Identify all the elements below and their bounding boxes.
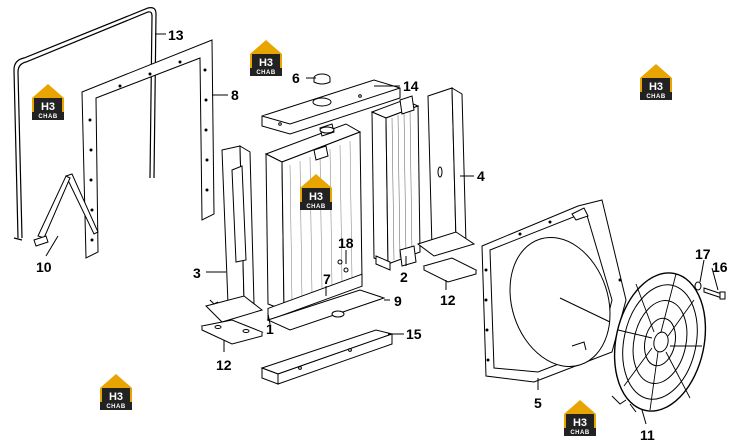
fan-shroud-5 — [481, 199, 627, 383]
bolt-16-washer-17 — [694, 281, 726, 300]
callout-14: 14 — [403, 78, 419, 94]
callout-9: 9 — [394, 293, 402, 309]
oil-cooler-2 — [370, 95, 421, 271]
lower-bracket-15 — [260, 329, 394, 385]
svg-text:CHAB: CHAB — [306, 204, 325, 210]
svg-text:H3: H3 — [109, 391, 123, 403]
svg-text:CHAB: CHAB — [106, 404, 125, 410]
callout-8: 8 — [231, 87, 239, 103]
callout-12-right: 12 — [440, 292, 456, 308]
right-bracket-4 — [416, 87, 476, 257]
callout-7: 7 — [323, 271, 331, 287]
logo-mark: H3 CHAB — [300, 174, 332, 210]
mount-plate-12-right — [422, 257, 478, 283]
callout-18: 18 — [338, 235, 354, 251]
leader-lines — [45, 33, 719, 425]
svg-text:H3: H3 — [309, 191, 323, 203]
callout-2: 2 — [400, 269, 408, 285]
filler-cap-6 — [313, 73, 331, 85]
watermark-logos: H3 CHAB H3 CHAB H3 CHAB H3 CHAB H3 CHAB … — [32, 40, 672, 436]
logo-mark: H3 CHAB — [564, 400, 596, 436]
svg-text:H3: H3 — [41, 101, 55, 113]
callout-10: 10 — [36, 259, 52, 275]
left-bracket-3 — [205, 145, 264, 323]
cooling-fan-11 — [611, 272, 707, 413]
callout-15: 15 — [406, 326, 422, 342]
logo-mark: H3 CHAB — [32, 84, 64, 120]
callout-17: 17 — [695, 246, 711, 262]
callout-12-left: 12 — [216, 357, 232, 373]
side-panel-8 — [81, 39, 215, 259]
svg-text:CHAB: CHAB — [256, 70, 275, 76]
logo-mark: H3 CHAB — [250, 40, 282, 76]
logo-mark: H3 CHAB — [100, 374, 132, 410]
callout-1: 1 — [266, 321, 274, 337]
callout-6: 6 — [292, 70, 300, 86]
callout-labels: 1 2 3 4 5 6 7 8 9 10 11 12 12 13 14 15 1… — [36, 27, 728, 443]
svg-text:CHAB: CHAB — [38, 114, 57, 120]
callout-13: 13 — [168, 27, 184, 43]
mount-plate-12-left — [200, 319, 264, 345]
bottom-gasket-9 — [266, 289, 386, 331]
callout-5: 5 — [534, 395, 542, 411]
svg-text:H3: H3 — [649, 81, 663, 93]
callout-4: 4 — [477, 168, 485, 184]
callout-16: 16 — [712, 259, 728, 275]
svg-text:H3: H3 — [573, 417, 587, 429]
svg-text:CHAB: CHAB — [570, 430, 589, 436]
seal-gasket-13 — [13, 7, 157, 241]
logo-mark: H3 CHAB — [640, 64, 672, 100]
top-bracket-14 — [261, 79, 401, 135]
support-strut-10 — [33, 173, 99, 247]
callout-3: 3 — [193, 265, 201, 281]
callout-11: 11 — [640, 427, 655, 443]
svg-text:CHAB: CHAB — [646, 94, 665, 100]
radiator-core-1 — [264, 123, 363, 322]
svg-text:H3: H3 — [259, 57, 273, 69]
